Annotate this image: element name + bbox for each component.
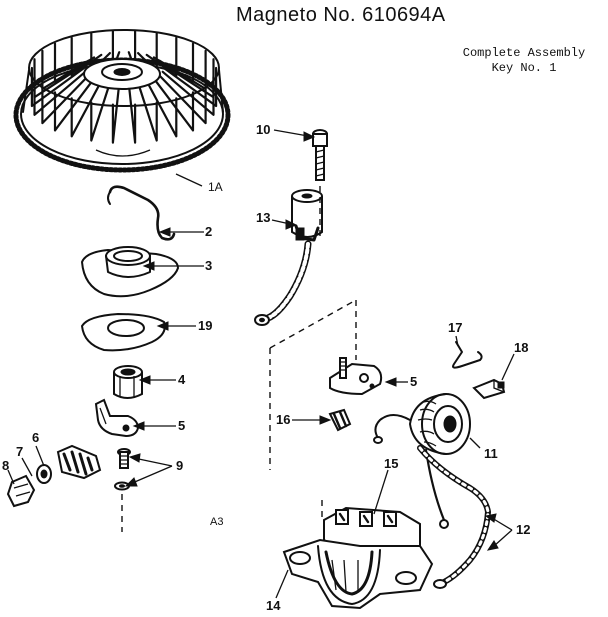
flywheel-fin xyxy=(127,82,137,144)
key-6: 6 xyxy=(32,430,40,445)
assembly-note: Complete Assembly Key No. 1 xyxy=(440,46,608,76)
spring-clip xyxy=(328,408,352,432)
flywheel-fin xyxy=(161,58,215,99)
assembly-note-line1: Complete Assembly xyxy=(462,46,586,60)
shear-key xyxy=(472,378,506,400)
key-15: 15 xyxy=(384,456,399,471)
key-5-left: 5 xyxy=(178,418,186,433)
flywheel-fin xyxy=(137,81,158,142)
bushing xyxy=(113,365,143,399)
key-5-right: 5 xyxy=(410,374,418,389)
flywheel-fin xyxy=(111,82,121,144)
key-2: 2 xyxy=(205,224,213,239)
key-11: 11 xyxy=(484,446,498,461)
flywheel-fin xyxy=(162,66,218,108)
key-7: 7 xyxy=(16,444,24,459)
key-16: 16 xyxy=(276,412,291,427)
flywheel-fin xyxy=(152,77,195,132)
key-8: 8 xyxy=(2,458,10,473)
flywheel-fin xyxy=(30,66,86,108)
key-1a: 1A xyxy=(208,180,223,194)
key-13: 13 xyxy=(256,210,271,225)
screw-washer xyxy=(114,448,131,491)
diagram-title: Magneto No. 610694A xyxy=(236,4,446,26)
wire-spring xyxy=(452,341,483,369)
flywheel-fin xyxy=(145,80,178,138)
condenser xyxy=(254,189,323,326)
key-14: 14 xyxy=(266,598,281,613)
flywheel-fin xyxy=(158,74,207,125)
flywheel xyxy=(13,29,231,173)
breaker-arm xyxy=(94,398,140,438)
flywheel-fin xyxy=(53,77,96,132)
key-12: 12 xyxy=(516,522,531,537)
flywheel-fin xyxy=(33,58,87,99)
flywheel-fin xyxy=(145,36,178,77)
key-10: 10 xyxy=(256,122,271,137)
mounting-bolt xyxy=(312,129,328,181)
assembly-note-line2: Key No. 1 xyxy=(491,61,557,75)
bracket-plate xyxy=(80,246,180,298)
key-17: 17 xyxy=(448,320,463,335)
key-9: 9 xyxy=(176,458,184,473)
flywheel-fin xyxy=(70,80,103,138)
leader-lines xyxy=(7,129,515,599)
key-4: 4 xyxy=(178,372,186,387)
key-19: 19 xyxy=(198,318,213,333)
shim-plate xyxy=(80,312,166,352)
stamp-mark: A3 xyxy=(210,516,224,528)
flywheel-fin xyxy=(158,49,207,90)
ignition-coil xyxy=(373,393,491,589)
key-3: 3 xyxy=(205,258,213,273)
flywheel-fin xyxy=(53,42,96,83)
clip-part xyxy=(107,185,176,241)
flywheel-fin xyxy=(90,81,111,142)
key-18: 18 xyxy=(514,340,529,355)
terminal-assembly xyxy=(6,444,102,508)
mounting-plate xyxy=(329,357,383,396)
base-plate xyxy=(282,538,434,610)
